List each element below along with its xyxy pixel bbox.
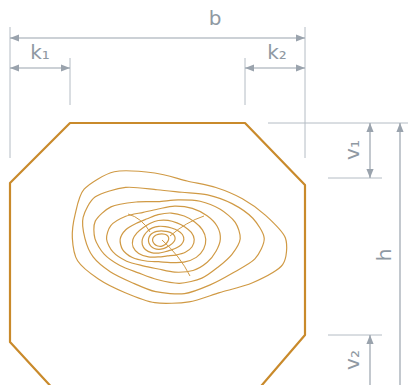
dimension-lines [10, 38, 400, 385]
dimension-label: v₂ [342, 348, 362, 372]
growth-rings [72, 171, 286, 303]
growth-ring [120, 213, 206, 263]
dimension-label: b [207, 8, 224, 28]
beam-outline [10, 123, 305, 385]
growth-ring [107, 206, 221, 272]
dimension-label: k₁ [28, 42, 52, 62]
growth-ring [72, 171, 286, 303]
dimension-label: h [374, 247, 394, 264]
dimension-label: v₁ [342, 138, 362, 162]
wood-cracks [128, 214, 204, 276]
growth-ring [83, 187, 265, 294]
growth-ring [148, 231, 175, 249]
extension-lines [10, 27, 408, 335]
growth-ring [94, 200, 240, 283]
growth-ring [132, 220, 194, 257]
dimension-label: k₂ [265, 42, 289, 62]
